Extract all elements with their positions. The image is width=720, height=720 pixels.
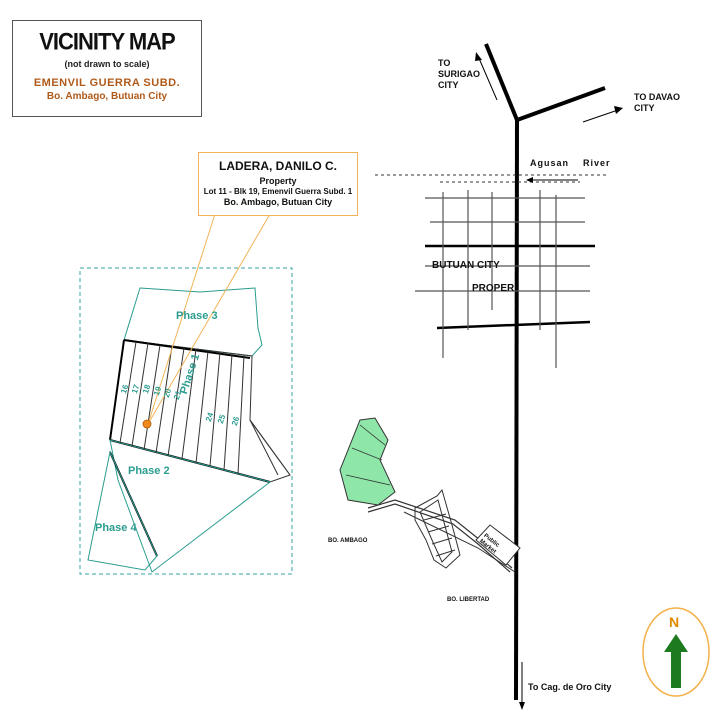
lot-description: Lot 11 - Blk 19, Emenvil Guerra Subd. 1	[203, 187, 353, 196]
to-cdo-label: To Cag. de Oro City	[528, 682, 612, 692]
phase-4-label: Phase 4	[95, 522, 137, 534]
main-highway	[514, 119, 519, 701]
scale-note: (not drawn to scale)	[64, 59, 150, 69]
river-label: Agusan River	[530, 158, 611, 168]
phase-2-label: Phase 2	[128, 465, 170, 477]
property-marker	[142, 419, 152, 429]
property-label: Property	[259, 176, 297, 186]
city-label: BUTUAN CITY	[432, 260, 500, 271]
phase-4-outline	[87, 450, 158, 571]
owner-name: LADERA, DANILO C.	[219, 159, 337, 173]
site-outline	[79, 267, 293, 575]
subdivision-location: Bo. Ambago, Butuan City	[46, 91, 168, 102]
city-proper-label: PROPER	[472, 283, 515, 294]
phase-2-outline	[109, 439, 272, 573]
subdivision-phases	[87, 287, 291, 573]
agusan-river	[375, 174, 608, 183]
direction-arrows	[475, 52, 623, 710]
ambago-lots	[339, 417, 396, 506]
title-block: VICINITY MAP (not drawn to scale) EMENVI…	[12, 20, 202, 117]
to-davao-label: TO DAVAO CITY	[634, 92, 681, 113]
map-title: VICINITY MAP	[39, 27, 176, 56]
leader-lines	[147, 213, 271, 425]
to-surigao-label: TO SURIGAO CITY	[438, 58, 481, 90]
public-market	[475, 524, 521, 566]
lot-lines	[119, 341, 245, 475]
north-label: N	[669, 614, 680, 630]
ambago-label: BO. AMBAGO	[328, 538, 368, 544]
libertad-subdivision	[414, 488, 461, 569]
north-compass	[642, 607, 710, 697]
roads	[367, 43, 606, 701]
road-to-davao	[516, 86, 606, 122]
owner-address: Bo. Ambago, Butuan City	[223, 197, 333, 207]
road-to-surigao	[484, 43, 519, 121]
phase-3-label: Phase 3	[176, 310, 218, 322]
owner-callout: LADERA, DANILO C. Property Lot 11 - Blk …	[198, 152, 358, 216]
subdivision-name: EMENVIL GUERRA SUBD.	[33, 77, 181, 89]
libertad-label: BO. LIBERTAD	[447, 597, 490, 603]
